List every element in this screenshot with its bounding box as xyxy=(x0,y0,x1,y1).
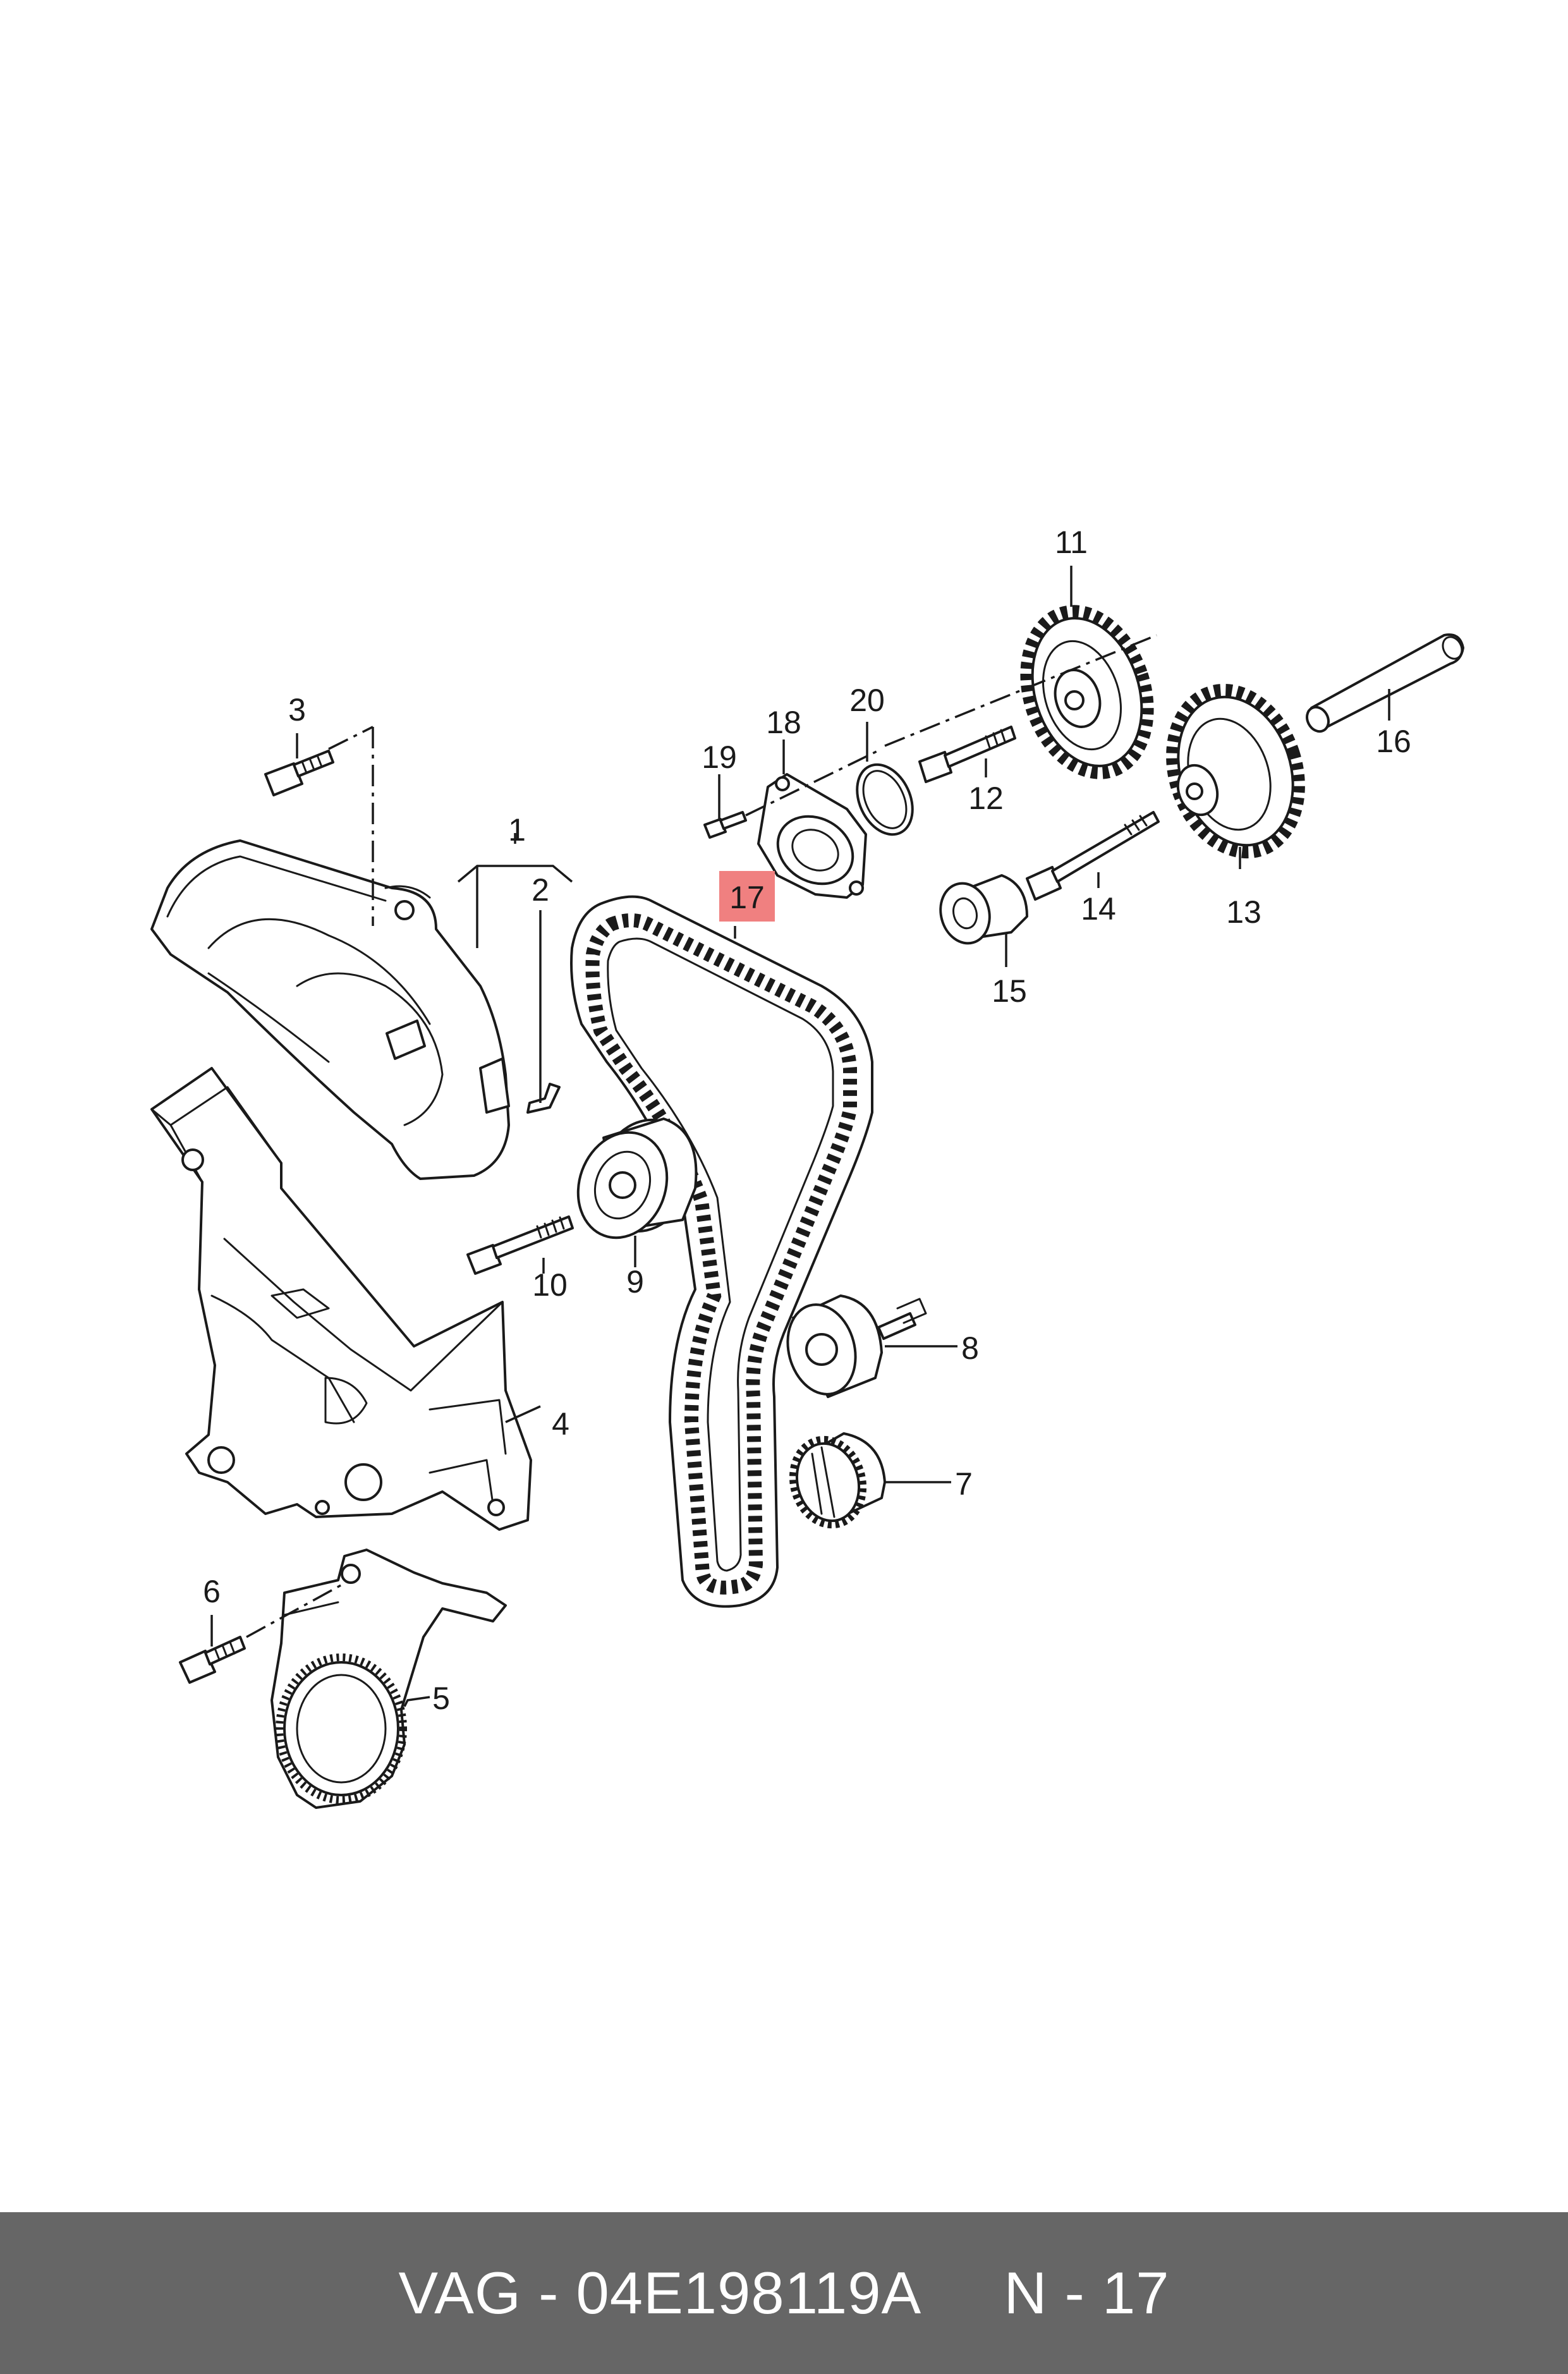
callout-4: 4 xyxy=(552,1406,569,1442)
callout-8: 8 xyxy=(961,1330,979,1366)
part-number-text: VAG - 04E198119A N - 17 xyxy=(398,2260,1170,2326)
axis-line-camshaft xyxy=(884,634,1157,747)
bolt-12 xyxy=(918,726,1016,783)
upper-timing-cover xyxy=(150,839,510,1180)
callout-12: 12 xyxy=(968,781,1004,816)
camshaft-sprocket-lower xyxy=(1166,683,1305,859)
axis-line-water-pump xyxy=(745,748,882,817)
dowel-pin xyxy=(1306,633,1464,733)
leader-lines xyxy=(210,566,1390,1707)
callout-17: 17 xyxy=(729,880,765,915)
axis-line-cover-bolt-upper xyxy=(328,726,374,750)
callout-15: 15 xyxy=(992,973,1027,1009)
o-ring xyxy=(856,763,914,836)
axis-line-lower-cover xyxy=(246,1582,345,1638)
tensioner-pulley xyxy=(576,1117,698,1239)
bolt-10 xyxy=(466,1215,574,1275)
callout-9: 9 xyxy=(626,1264,644,1300)
part-number-footer: VAG - 04E198119A N - 17 xyxy=(0,2212,1568,2374)
rear-timing-cover xyxy=(150,1067,532,1531)
callout-19: 19 xyxy=(702,740,737,775)
highlight-box-17 xyxy=(719,871,775,922)
crank-sprocket xyxy=(789,1432,886,1529)
callout-6: 6 xyxy=(203,1574,221,1609)
callout-13: 13 xyxy=(1226,894,1261,930)
water-pump xyxy=(757,773,867,899)
callout-18: 18 xyxy=(766,705,801,740)
idler-roller xyxy=(786,1294,927,1398)
callout-16: 16 xyxy=(1376,724,1411,759)
camshaft-sprocket-upper xyxy=(1020,605,1154,779)
callout-10: 10 xyxy=(532,1267,568,1303)
callout-labels: 1 2 3 4 5 6 7 8 9 10 11 12 13 14 15 16 1… xyxy=(203,525,1411,1716)
clip xyxy=(526,1083,561,1114)
timing-belt xyxy=(570,895,873,1608)
callout-14: 14 xyxy=(1081,891,1116,927)
callout-5: 5 xyxy=(432,1681,450,1716)
callout-1: 1 xyxy=(508,812,526,848)
callout-3: 3 xyxy=(288,692,306,727)
lower-timing-cover xyxy=(270,1549,507,1809)
bolt-14 xyxy=(1026,811,1160,901)
bolt-19 xyxy=(703,811,747,839)
callout-20: 20 xyxy=(849,683,885,718)
callout-2: 2 xyxy=(532,872,549,908)
parts-diagram: 1 2 3 4 5 6 7 8 9 10 11 12 13 14 15 16 1… xyxy=(150,525,1464,1809)
callout-7: 7 xyxy=(955,1466,973,1502)
bolt-3 xyxy=(264,750,334,796)
hub-washer xyxy=(939,874,1028,945)
callout-11: 11 xyxy=(1055,525,1088,560)
bolt-6 xyxy=(179,1636,246,1684)
